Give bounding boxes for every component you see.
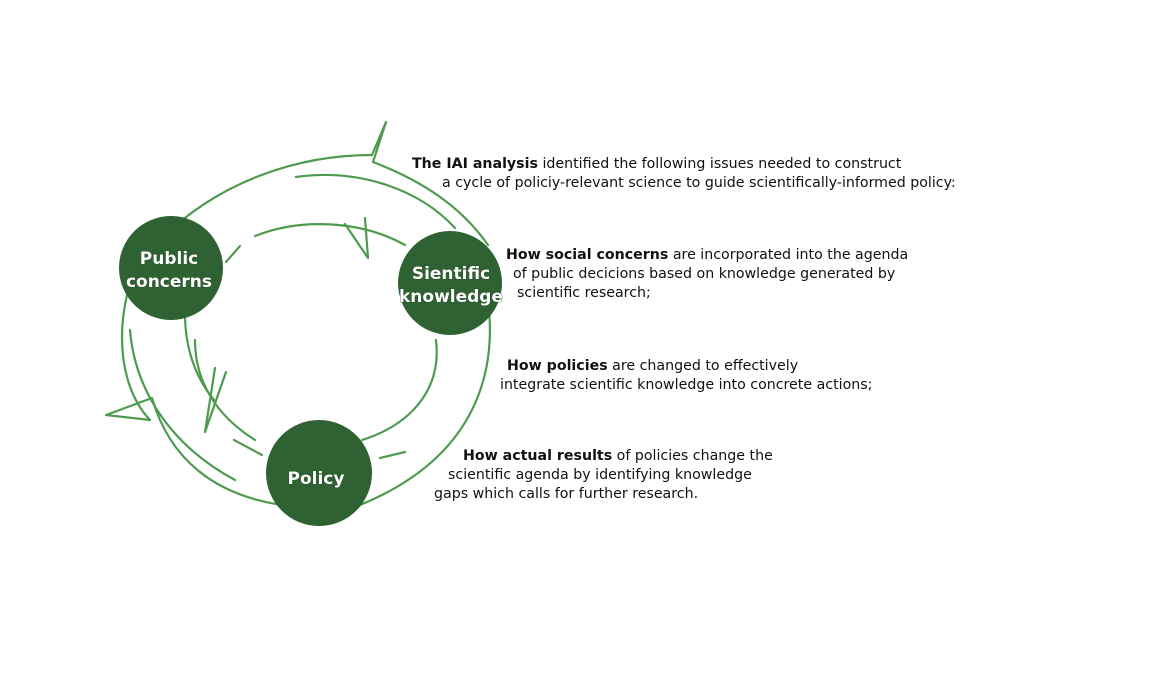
issue-1-line-2: of public decicions based on knowledge g… [513, 266, 896, 282]
issue-2-line-2: integrate scientific knowledge into conc… [500, 377, 873, 393]
node-public-label-2: concerns [126, 272, 212, 292]
inner-arrowhead-left [203, 366, 228, 434]
node-science-label-2: knowledge [399, 287, 503, 307]
intro-line-2: a cycle of policiy-relevant science to g… [442, 175, 956, 191]
inner-arrowhead-top [343, 216, 370, 260]
inner-arc-left [193, 338, 257, 442]
issue-1-bold: How social concerns [506, 247, 669, 263]
outer-arc-right [358, 298, 491, 507]
node-scientific-knowledge: Sientific knowledge [398, 231, 503, 335]
outer-arc-left-inner [128, 328, 237, 482]
outer-arrowhead-left [104, 396, 284, 507]
intro-line-1: The IAI analysis identified the followin… [412, 155, 956, 174]
node-policy-circle [266, 420, 372, 526]
intro-rest: identified the following issues needed t… [537, 156, 902, 172]
issue-3-line-2: scientific agenda by identifying knowled… [448, 467, 752, 483]
issue-actual-results: How actual results of policies change th… [434, 447, 773, 504]
issue-2-rest: are changed to effectively [607, 358, 799, 374]
node-public-label-1: Public [140, 249, 198, 269]
node-policy-label: Policy [288, 469, 345, 489]
outer-arrowhead-top [370, 120, 490, 247]
inner-dash-1 [224, 244, 242, 264]
inner-arc-right [360, 338, 438, 442]
outer-arc-top-inner [294, 173, 457, 230]
node-science-label-1: Sientific [412, 264, 490, 284]
intro-bold: The IAI analysis [412, 156, 538, 172]
node-public-concerns: Public concerns [119, 216, 223, 320]
node-policy: Policy [266, 420, 372, 526]
inner-dash-2 [378, 450, 407, 460]
cycle-arrows [104, 120, 491, 507]
issue-3-bold: How actual results [463, 448, 613, 464]
issue-policies: How policies are changed to effectively … [500, 357, 872, 395]
issue-3-rest: of policies change the [612, 448, 773, 464]
issue-3-line-1: How actual results of policies change th… [434, 447, 773, 466]
node-science-circle [398, 231, 502, 335]
issue-3-line-3: gaps which calls for further research. [434, 486, 699, 502]
inner-arc-top [253, 223, 407, 247]
inner-arc-left-2 [183, 316, 216, 402]
issue-1-line-3: scientific research; [517, 285, 651, 301]
issue-1-line-1: How social concerns are incorporated int… [506, 246, 908, 265]
node-public-circle [119, 216, 223, 320]
issue-2-bold: How policies [507, 358, 608, 374]
issue-1-rest: are incorporated into the agenda [668, 247, 909, 263]
issue-social-concerns: How social concerns are incorporated int… [506, 246, 908, 303]
issue-2-line-1: How policies are changed to effectively [500, 357, 872, 376]
intro-text: The IAI analysis identified the followin… [412, 155, 956, 193]
inner-dash-3 [232, 438, 264, 457]
